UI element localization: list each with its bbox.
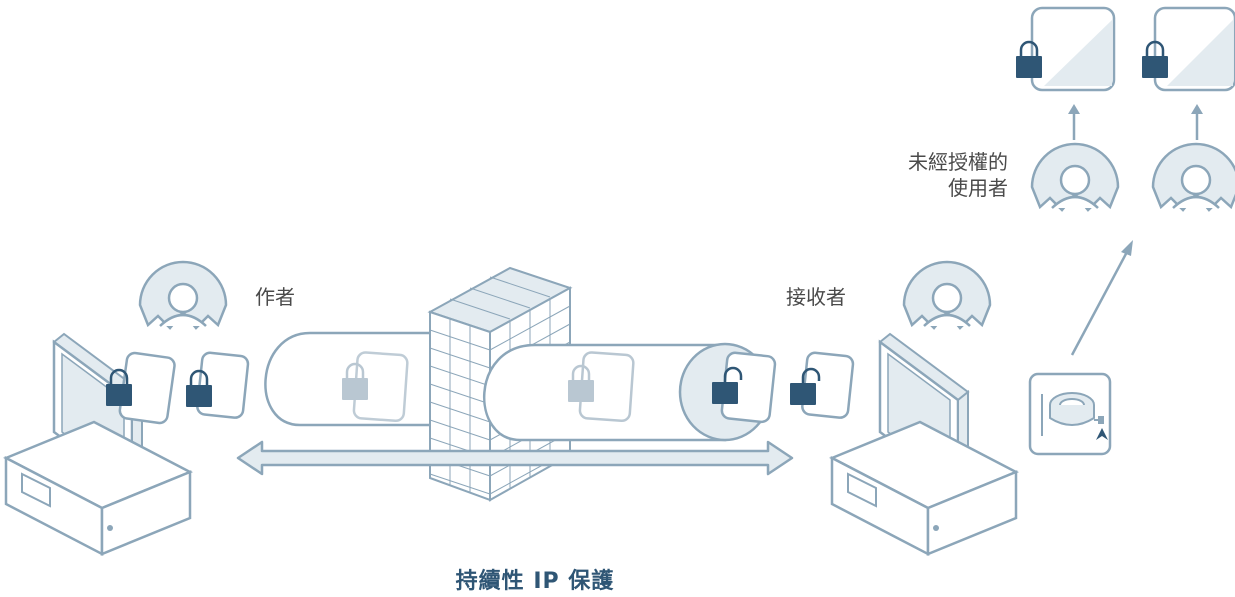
recipient-document-unlocked	[788, 351, 855, 419]
transfer-tube-left	[264, 331, 442, 427]
recipient-label: 接收者	[786, 285, 846, 309]
author-document-locked-2	[184, 351, 250, 419]
bidirectional-arrow-icon	[236, 440, 794, 476]
author-document-locked-1	[104, 351, 176, 425]
transfer-tube-right	[482, 342, 777, 442]
author-label: 作者	[255, 285, 295, 309]
up-arrow-1-icon	[1068, 104, 1080, 140]
unauthorized-label-line1: 未經授權的	[908, 150, 1008, 174]
unauthorized-document-1	[1014, 6, 1116, 92]
arrow-to-unauthorized-icon	[1070, 240, 1133, 356]
unauthorized-avatar-1-icon	[1030, 142, 1120, 212]
unauthorized-label-line2: 使用者	[948, 176, 1008, 200]
capture-device-icon	[1028, 372, 1112, 456]
author-avatar-icon	[138, 260, 228, 330]
unauthorized-document-2	[1140, 6, 1235, 92]
diagram-caption: 持續性 IP 保護	[455, 569, 615, 594]
up-arrow-2-icon	[1191, 104, 1203, 140]
recipient-computer	[830, 332, 1018, 556]
recipient-avatar-icon	[902, 260, 992, 330]
unauthorized-avatar-2-icon	[1151, 142, 1235, 212]
